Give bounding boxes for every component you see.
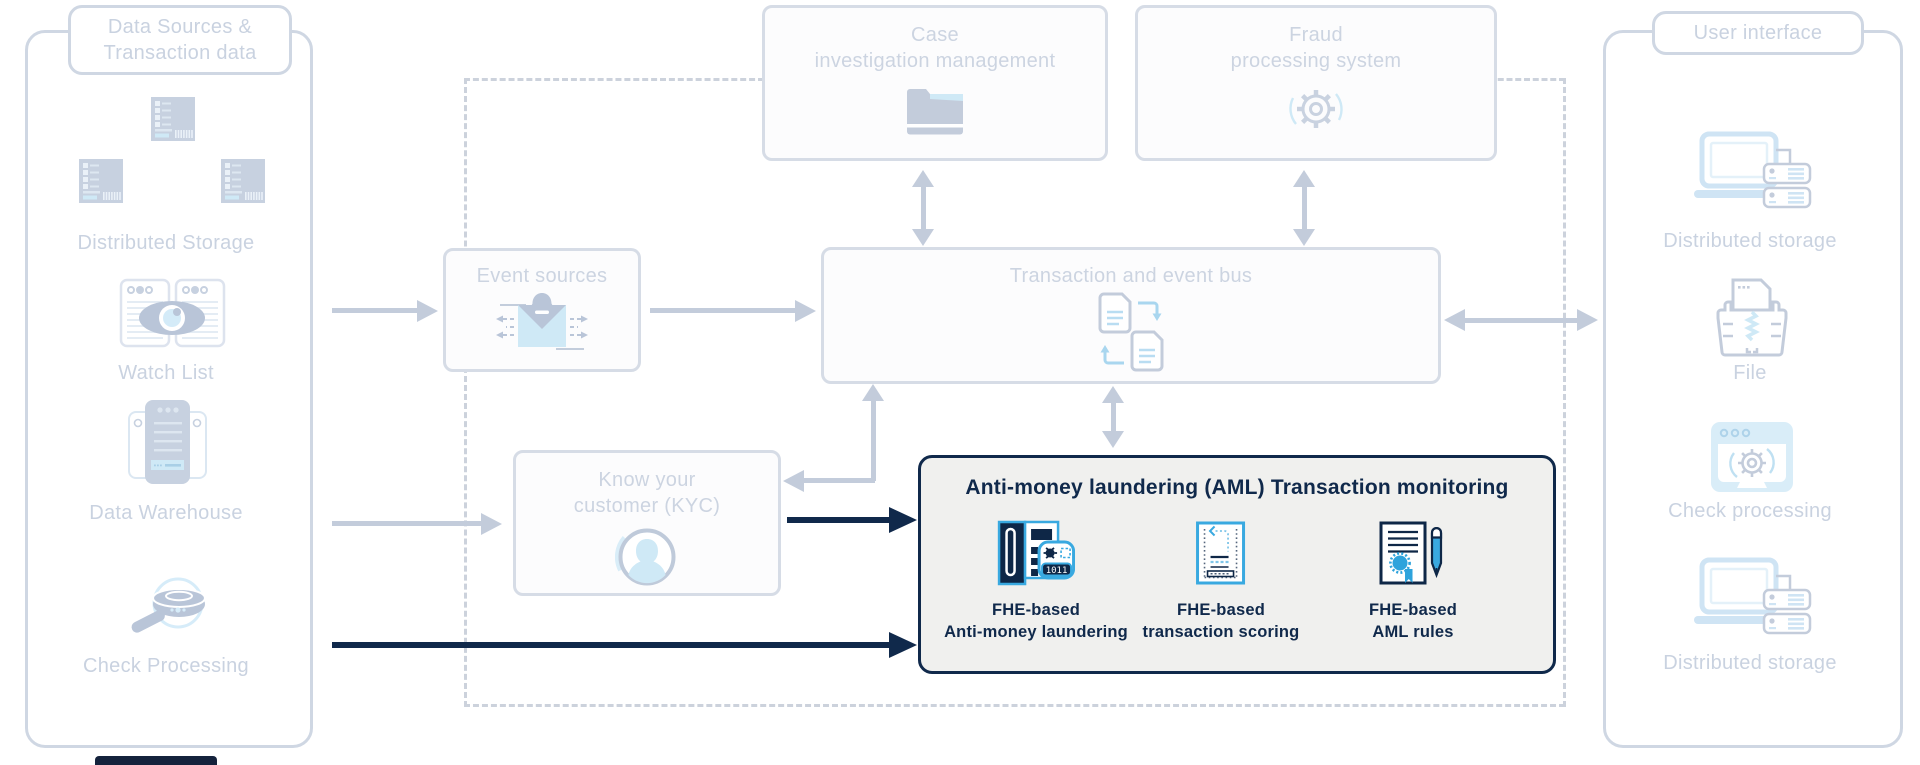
watchlist-eye-icon [119, 278, 226, 348]
user-interface-title: User interface [1693, 21, 1823, 44]
arrow-kyc-aml [787, 517, 891, 523]
browser-gear-icon [1711, 422, 1793, 492]
arrow-datasources-aml-head [889, 632, 917, 658]
arrow-eventsources-bus-head [795, 300, 816, 322]
arrow-datasources-kyc [332, 521, 482, 526]
scoring-receipt-icon [1143, 516, 1300, 590]
server-stack-icon [151, 97, 195, 141]
data-sources-panel-title: Data Sources & Transaction data [68, 5, 292, 75]
arrow-kyc-aml-head [889, 507, 917, 533]
server-stack-icon [221, 159, 265, 203]
event-envelope-icon [496, 293, 588, 350]
laptop-servers-icon [1690, 126, 1812, 216]
aml-box-title: Anti-money laundering (AML) Transaction … [965, 476, 1509, 499]
person-avatar-icon [614, 525, 679, 589]
encrypted-server-icon: 1011 [944, 516, 1128, 590]
laptop-servers-icon [1694, 131, 1812, 209]
aml-item-label: FHE-based AML rules [1369, 601, 1457, 642]
browser-gear-icon [1709, 420, 1795, 494]
magnifier-check-icon [131, 577, 206, 633]
arrow-bus-userinterface [1444, 307, 1598, 333]
left-item-label: Data Warehouse [89, 502, 243, 524]
arrow-bus-aml [1100, 386, 1126, 448]
laptop-servers-icon [1694, 557, 1812, 635]
left-item-label: Watch List [118, 362, 214, 384]
encrypted-server-icon: 1011 [997, 520, 1075, 586]
kyc-label: Know your customer (KYC) [573, 469, 721, 518]
folder-icon [903, 84, 967, 138]
aml-item-aml-rules: FHE-based AML rules [1369, 516, 1457, 643]
user-interface-panel-title: User interface [1652, 11, 1864, 55]
gear-icon [1289, 90, 1343, 128]
server-stack-icon [79, 159, 123, 203]
arrow-datasources-eventsources [332, 308, 418, 313]
scoring-receipt-icon [1196, 521, 1246, 585]
arrow-fraud-bus [1291, 170, 1317, 246]
arrow-eventsources-bus [650, 308, 796, 313]
document-exchange-icon [1092, 290, 1170, 376]
transaction-event-bus-label: Transaction and event bus [1009, 265, 1253, 287]
file-printer-icon [1716, 278, 1788, 357]
fraud-processing-label: Fraud processing system [1230, 24, 1402, 73]
server-stack-icon [151, 97, 195, 141]
case-investigation-box: Case investigation management [762, 5, 1108, 161]
data-sources-title-line2: Transaction data [103, 42, 257, 64]
event-sources-box: Event sources [443, 248, 641, 372]
dashed-group-border-left [464, 78, 467, 707]
folder-icon [907, 89, 963, 135]
event-sources-label: Event sources [476, 265, 608, 287]
fraud-processing-box: Fraud processing system [1135, 5, 1497, 161]
document-exchange-icon [1098, 292, 1164, 372]
person-avatar-icon [614, 528, 676, 586]
case-investigation-label: Case investigation management [814, 24, 1056, 73]
arrow-datasources-eventsources-head [417, 300, 438, 322]
rules-certificate-icon [1379, 521, 1443, 585]
right-item-label: Check processing [1668, 500, 1832, 522]
data-warehouse-icon [128, 400, 207, 484]
dashed-group-border-top-left [464, 78, 764, 81]
server-stack-icon [221, 159, 265, 203]
aml-transaction-monitoring-box: Anti-money laundering (AML) Transaction … [918, 455, 1556, 674]
aml-item-label: FHE-based Anti-money laundering [944, 601, 1128, 642]
data-sources-title-line1: Data Sources & [107, 15, 253, 38]
data-warehouse-icon [115, 398, 220, 486]
arrow-datasources-kyc-head [481, 513, 502, 535]
left-item-label: Check Processing [83, 655, 249, 677]
right-item-label: Distributed storage [1663, 652, 1837, 674]
right-item-label: File [1733, 362, 1767, 384]
rules-certificate-icon [1369, 516, 1457, 590]
aml-item-transaction-scoring: FHE-based transaction scoring [1143, 516, 1300, 643]
dashed-group-border-right [1563, 78, 1566, 707]
chip-binary-text: 1011 [1046, 566, 1068, 576]
cropped-logo-fragment [95, 756, 217, 765]
arrow-bus-kyc-left-head [783, 470, 804, 492]
arrow-kyc-bus-up-head [862, 384, 884, 401]
arrow-case-bus [910, 170, 936, 246]
magnifier-check-icon [118, 576, 218, 640]
aml-item-label: FHE-based transaction scoring [1142, 601, 1300, 642]
dashed-group-border-top-right [1489, 78, 1565, 81]
laptop-servers-icon [1690, 552, 1812, 642]
transaction-event-bus-box: Transaction and event bus [821, 247, 1441, 384]
left-item-label: Distributed Storage [77, 232, 255, 254]
event-envelope-icon [492, 293, 592, 359]
arrow-bus-kyc-horizontal [803, 478, 875, 483]
aml-item-anti-money-laundering: 1011 FHE-based Anti-money laundering [944, 516, 1128, 643]
file-printer-icon [1713, 278, 1791, 358]
arrow-datasources-aml [332, 642, 889, 648]
watchlist-eye-icon [119, 278, 226, 350]
dashed-group-border-bottom [464, 704, 1565, 707]
right-item-label: Distributed storage [1663, 230, 1837, 252]
kyc-box: Know your customer (KYC) [513, 450, 781, 596]
gear-icon [1287, 78, 1345, 140]
arrow-kyc-bus-vertical [871, 399, 876, 481]
server-stack-icon [79, 159, 123, 203]
